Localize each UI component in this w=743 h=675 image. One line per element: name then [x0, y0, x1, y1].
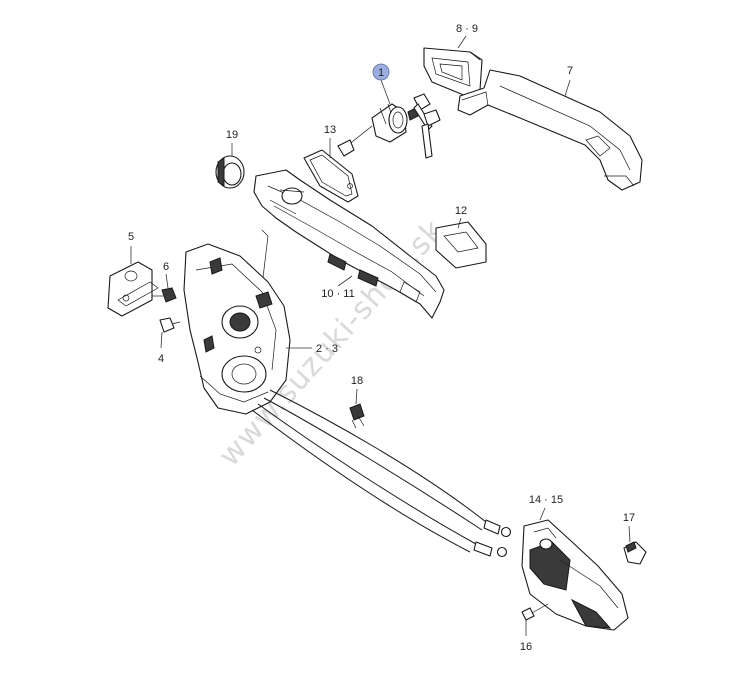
part-label-5[interactable]: 5 — [128, 231, 134, 243]
part-label-14-15[interactable]: 14 · 15 — [529, 494, 563, 506]
part-10-11-handle-frame[interactable] — [253, 169, 445, 319]
part-4-bolt[interactable] — [159, 317, 181, 333]
lock-cables — [251, 389, 512, 558]
part-label-7[interactable]: 7 — [567, 65, 573, 77]
part-label-8-9[interactable]: 8 · 9 — [456, 23, 478, 35]
part-7-outer-handle[interactable] — [457, 69, 643, 191]
leader-lines — [130, 35, 631, 636]
part-8-9-handle-cap[interactable] — [423, 47, 483, 97]
part-2-3-door-lock[interactable] — [183, 229, 291, 415]
part-label-19[interactable]: 19 — [226, 129, 238, 141]
part-1-highlight-badge[interactable] — [372, 63, 390, 81]
part-14-15-inner-handle[interactable] — [521, 519, 629, 631]
part-12-pad[interactable] — [435, 221, 487, 269]
part-17-cap[interactable] — [623, 541, 647, 565]
part-6-screw[interactable] — [152, 287, 177, 303]
part-label-6[interactable]: 6 — [163, 261, 169, 273]
part-1-key-cylinder[interactable] — [337, 93, 441, 159]
part-16-screw[interactable] — [521, 603, 549, 621]
part-label-2-3[interactable]: 2 · 3 — [316, 343, 338, 355]
part-callouts: 1 2 · 3 4 5 6 7 8 · 9 10 · 11 12 13 14 ·… — [128, 23, 635, 653]
part-5-striker[interactable] — [107, 261, 159, 317]
part-label-12[interactable]: 12 — [455, 205, 467, 217]
part-13-gasket[interactable] — [303, 149, 359, 203]
part-label-18[interactable]: 18 — [351, 375, 363, 387]
part-label-10-11[interactable]: 10 · 11 — [321, 288, 354, 300]
part-label-17[interactable]: 17 — [623, 512, 635, 524]
part-label-16[interactable]: 16 — [520, 641, 532, 653]
part-18-clip[interactable] — [349, 403, 365, 429]
part-19-grommet[interactable] — [215, 155, 245, 189]
part-label-13[interactable]: 13 — [324, 124, 336, 136]
part-label-4[interactable]: 4 — [158, 353, 164, 365]
part-label-1[interactable]: 1 — [378, 67, 384, 79]
